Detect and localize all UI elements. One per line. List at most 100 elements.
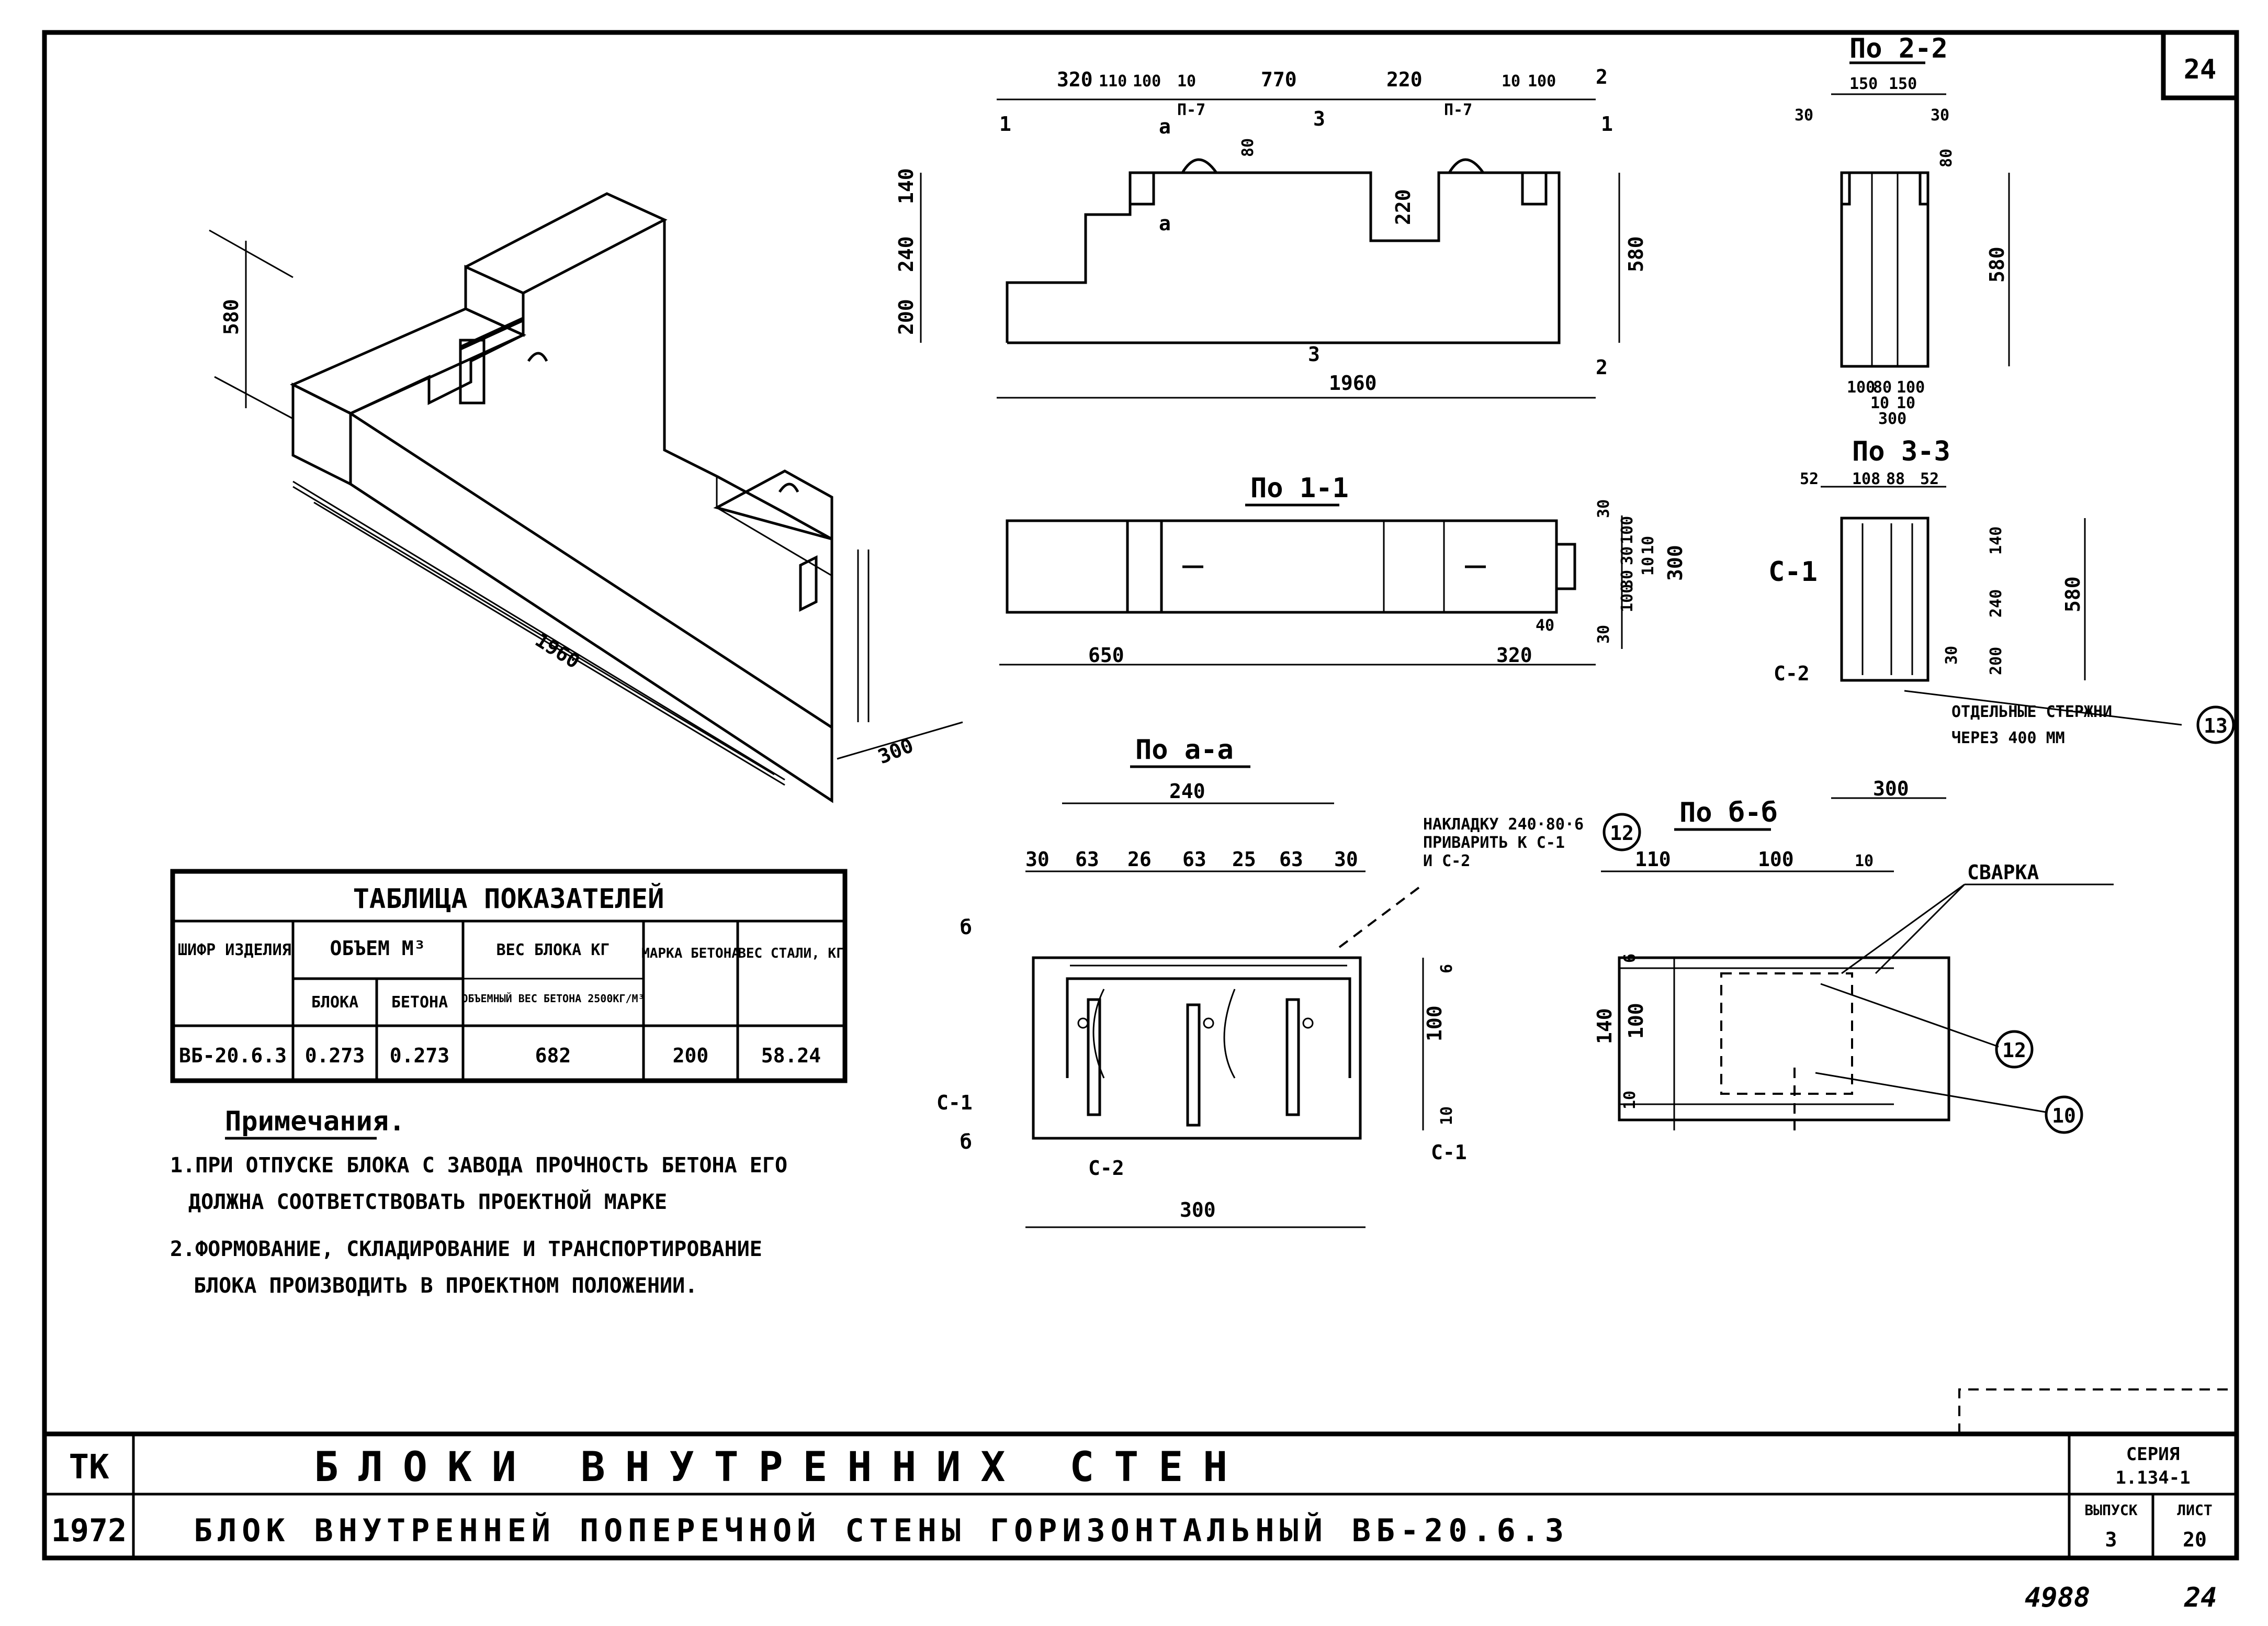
s22-top-1: 150 <box>1849 75 1878 93</box>
elev-loop-label-1: П-7 <box>1177 101 1205 119</box>
elev-loop-label-2: П-7 <box>1444 101 1472 119</box>
section-2-2: По 2-2 150 150 30 30 80 580 100 80 100 1… <box>1795 33 2010 428</box>
tb-year: 1972 <box>51 1512 127 1549</box>
s22-side-right: 30 <box>1931 106 1949 125</box>
elev-top-dim-2: 110 <box>1099 72 1127 91</box>
bb-left-3: 10 <box>1621 1091 1639 1109</box>
s33-top-4: 52 <box>1920 470 1939 488</box>
s22-bottom-1: 100 <box>1847 378 1875 397</box>
bb-top-2: 100 <box>1758 848 1794 871</box>
s33-height: 580 <box>2061 576 2084 612</box>
s11-bottom: 30 <box>1595 625 1613 644</box>
s11-rd-6: 30 <box>1618 570 1637 589</box>
s22-height: 580 <box>1985 246 2009 283</box>
note-1b: ДОЛЖНА СООТВЕТСТВОВАТЬ ПРОЕКТНОЙ МАРКЕ <box>188 1189 667 1214</box>
s33-top-2: 108 <box>1852 470 1880 488</box>
s11-rd-5: 10 <box>1639 557 1657 576</box>
elev-loop-dim: 80 <box>1239 138 1257 157</box>
s33-top-1: 52 <box>1800 470 1819 488</box>
s11-rd-1: 30 <box>1595 499 1613 518</box>
s33-width: 300 <box>1873 777 1909 800</box>
s11-rd-2: 100 <box>1618 516 1637 544</box>
table-grade: 200 <box>673 1044 709 1067</box>
tb-series-value: 1.134-1 <box>2115 1467 2190 1488</box>
s33-left-1: 140 <box>1987 526 2005 555</box>
table-steel: 58.24 <box>761 1044 821 1067</box>
tb-series-label: СЕРИЯ <box>2126 1444 2180 1465</box>
elev-top-dim-1: 320 <box>1057 68 1093 91</box>
s11-rd-4: 10 <box>1639 536 1657 555</box>
s11-total: 300 <box>1664 545 1687 581</box>
table-h-weight: ВЕС БЛОКА КГ <box>497 941 610 959</box>
s33-inner: 30 <box>1943 646 1961 665</box>
s11-rd-7: 100 <box>1618 584 1637 612</box>
elevation-view: 140 240 200 580 1960 220 320 110 100 10 … <box>895 65 1648 399</box>
aa-callout: 12 <box>1610 822 1634 845</box>
tb-sheet-value: 20 <box>2183 1528 2207 1551</box>
table-h-code: ШИФР ИЗДЕЛИЯ <box>178 941 291 959</box>
aa-total: 240 <box>1169 780 1205 803</box>
s22-bottom2-2: 10 <box>1897 394 1915 412</box>
s33-top-3: 88 <box>1886 470 1905 488</box>
aa-right-3: 10 <box>1438 1106 1456 1125</box>
aa-dim-1: 30 <box>1025 848 1050 871</box>
table-h-concrete: БЕТОНА <box>391 993 448 1012</box>
aa-note-2: ПРИВАРИТЬ К С-1 <box>1423 834 1565 852</box>
tb-issue-label: ВЫПУСК <box>2084 1501 2137 1519</box>
aa-dim-2: 63 <box>1075 848 1099 871</box>
s11-right: 320 <box>1496 644 1532 667</box>
elev-top-dim-5: 770 <box>1261 68 1297 91</box>
s33-left-3: 200 <box>1987 647 2005 675</box>
isometric-view: 580 1960 300 <box>209 192 963 803</box>
note-2a: 2.ФОРМОВАНИЕ, СКЛАДИРОВАНИЕ И ТРАНСПОРТИ… <box>170 1237 762 1261</box>
notes-title: Примечания. <box>225 1106 405 1137</box>
elev-top-dim-7: 10 <box>1502 72 1520 91</box>
aa-dim-6: 63 <box>1279 848 1303 871</box>
s22-small: 80 <box>1937 149 1956 167</box>
elev-right-dim: 580 <box>1624 236 1648 272</box>
table-h-steel: ВЕС СТАЛИ, КГ <box>738 946 844 961</box>
aa-dim-7: 30 <box>1334 848 1358 871</box>
s11-rd-3: 30 <box>1618 546 1637 565</box>
bb-callout-1: 12 <box>2002 1039 2026 1062</box>
section-33-title: По 3-3 <box>1852 436 1950 467</box>
elev-left-dim-3: 200 <box>895 299 918 335</box>
notes: Примечания. 1.ПРИ ОТПУСКЕ БЛОКА С ЗАВОДА… <box>170 1106 787 1298</box>
table-h-volume: ОБЪЕМ М³ <box>330 937 425 960</box>
title-block: ТК 1972 БЛОКИ ВНУТРЕННИХ СТЕН БЛОК ВНУТР… <box>44 1388 2237 1558</box>
s22-bottom2-1: 10 <box>1870 394 1889 412</box>
elev-cut-1-left: 1 <box>999 113 1011 136</box>
s11-small: 40 <box>1536 616 1554 635</box>
section-3-3: По 3-3 52 108 88 52 140 240 200 30 580 3… <box>1768 436 2235 800</box>
table-weight: 682 <box>535 1044 571 1067</box>
section-1-1: По 1-1 650 320 40 30 100 30 10 10 30 100… <box>999 473 1687 667</box>
table-vconcrete: 0.273 <box>390 1044 449 1067</box>
aa-right-2: 100 <box>1423 1005 1446 1041</box>
s33-left-2: 240 <box>1987 589 2005 618</box>
section-a-a: По а-а 240 30 63 26 63 25 63 30 6 100 10… <box>936 734 1641 1228</box>
elev-cut-3-top: 3 <box>1313 107 1325 130</box>
elev-cut-2-bottom: 2 <box>1596 356 1608 379</box>
tb-title-sub: БЛОК ВНУТРЕННЕЙ ПОПЕРЕЧНОЙ СТЕНЫ ГОРИЗОН… <box>194 1511 1569 1549</box>
tb-org: ТК <box>69 1448 109 1487</box>
sheet-frame <box>42 30 2239 1561</box>
aa-b-top: б <box>960 916 972 939</box>
s11-left: 650 <box>1088 644 1124 667</box>
section-22-title: По 2-2 <box>1849 33 1948 64</box>
bb-left-2: 100 <box>1624 1003 1648 1039</box>
aa-note-1: НАКЛАДКУ 240·80·6 <box>1423 815 1584 834</box>
elev-top-dim-6: 220 <box>1386 68 1423 91</box>
bb-callout-2: 10 <box>2052 1104 2076 1127</box>
iso-dim-length: 1960 <box>531 628 584 673</box>
elev-inner-dim: 220 <box>1392 189 1415 225</box>
sheet-number-box <box>2161 30 2239 100</box>
aa-b-bottom: б <box>960 1130 972 1153</box>
tb-issue-value: 3 <box>2105 1528 2117 1551</box>
elev-top-dim-8: 100 <box>1528 72 1556 91</box>
table-title: ТАБЛИЦА ПОКАЗАТЕЛЕЙ <box>353 883 664 915</box>
bb-left-total: 140 <box>1593 1008 1616 1044</box>
aa-c2: С-2 <box>1088 1157 1124 1180</box>
elev-left-dim-1: 140 <box>895 168 918 204</box>
s33-c2: С-2 <box>1774 662 1810 685</box>
